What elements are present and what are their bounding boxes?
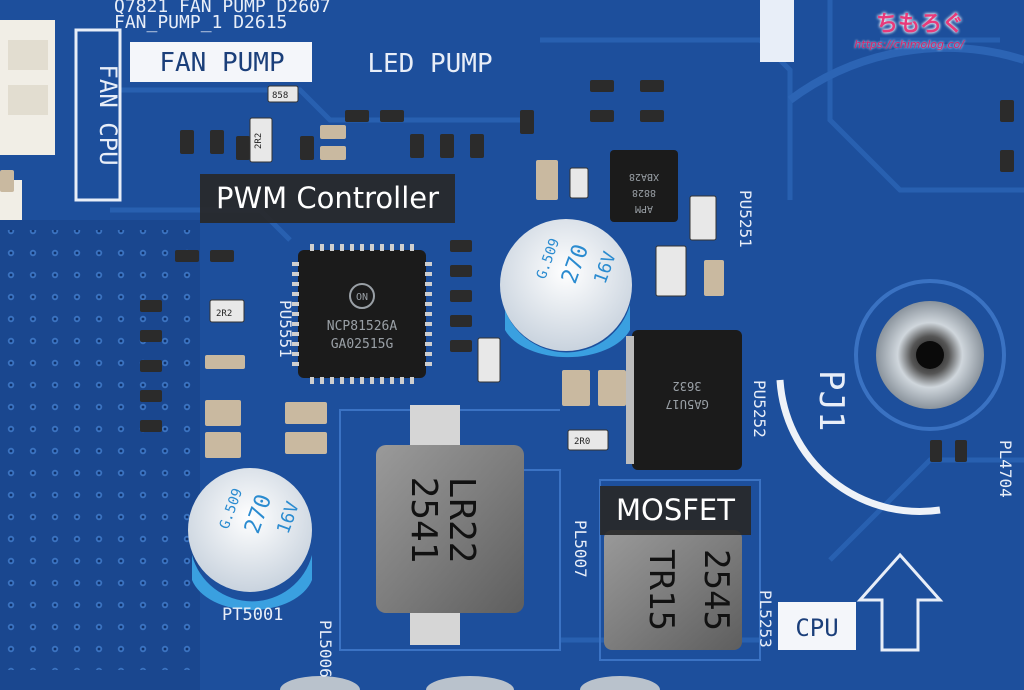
pwm-controller-chip: ON NCP81526A GA02515G: [292, 244, 432, 384]
inductor-left-text: 2541: [403, 477, 444, 564]
capacitor-bottom: G.509 270 16V: [188, 468, 312, 610]
silk-text: PL4704: [996, 440, 1015, 498]
inductor-right-text: TR15: [641, 549, 681, 631]
silk-text: PL5006: [316, 620, 335, 678]
silk-text: PL5253: [756, 590, 775, 648]
capacitor-top: G.509 270 16V: [500, 219, 632, 358]
silk-text: PT5001: [222, 605, 283, 625]
small-ic-text: 8828: [632, 187, 656, 198]
silk-pj1: PJ1: [811, 370, 851, 431]
silk-text: PU5551: [276, 300, 295, 358]
resistor-text: 2R2: [254, 133, 264, 149]
inductor-left-text: LR22: [441, 477, 482, 564]
silk-text: PU5252: [750, 380, 769, 438]
mosfet-chip: GA5U17 3632: [626, 330, 742, 470]
silk-text: PL5007: [571, 520, 590, 578]
resistor-text: 2R2: [216, 309, 232, 319]
silk-fan-pump: FAN PUMP: [159, 48, 284, 78]
small-ic: APM 8828 XBA28: [610, 150, 678, 222]
silk-cpu: CPU: [795, 614, 838, 642]
small-ic-text: APM: [635, 203, 653, 214]
resistor-text: 2R0: [574, 437, 590, 447]
silk-text: PU5251: [736, 190, 755, 248]
silk-text: FAN_PUMP_1 D2615: [114, 12, 287, 33]
silk-led-pump: LED PUMP: [367, 49, 492, 79]
inductor-right-text: 2545: [696, 549, 736, 631]
inductor-right: 2545 TR15: [604, 530, 742, 650]
mosfet-text: 3632: [673, 379, 702, 393]
mosfet-text: GA5U17: [665, 397, 708, 411]
controller-lot-code: GA02515G: [331, 337, 394, 352]
watermark-url: https://chimolog.co/: [854, 38, 964, 51]
silk-fan-cpu: FAN CPU: [94, 64, 122, 165]
pwm-controller-label: PWM Controller: [200, 174, 456, 223]
watermark-name: ちもろぐ: [875, 12, 964, 37]
site-watermark: ちもろぐ https://chimolog.co/: [854, 6, 964, 51]
small-ic-text: XBA28: [629, 171, 659, 182]
mosfet-label: MOSFET: [600, 486, 751, 535]
power-jack: [854, 279, 1006, 431]
silk-text: Q7821 FAN PUMP D2607: [114, 0, 331, 17]
resistor-text: 858: [272, 91, 288, 101]
controller-part-number: NCP81526A: [327, 319, 398, 334]
on-logo-text: ON: [356, 292, 368, 303]
inductor-left: LR22 2541: [376, 405, 524, 645]
